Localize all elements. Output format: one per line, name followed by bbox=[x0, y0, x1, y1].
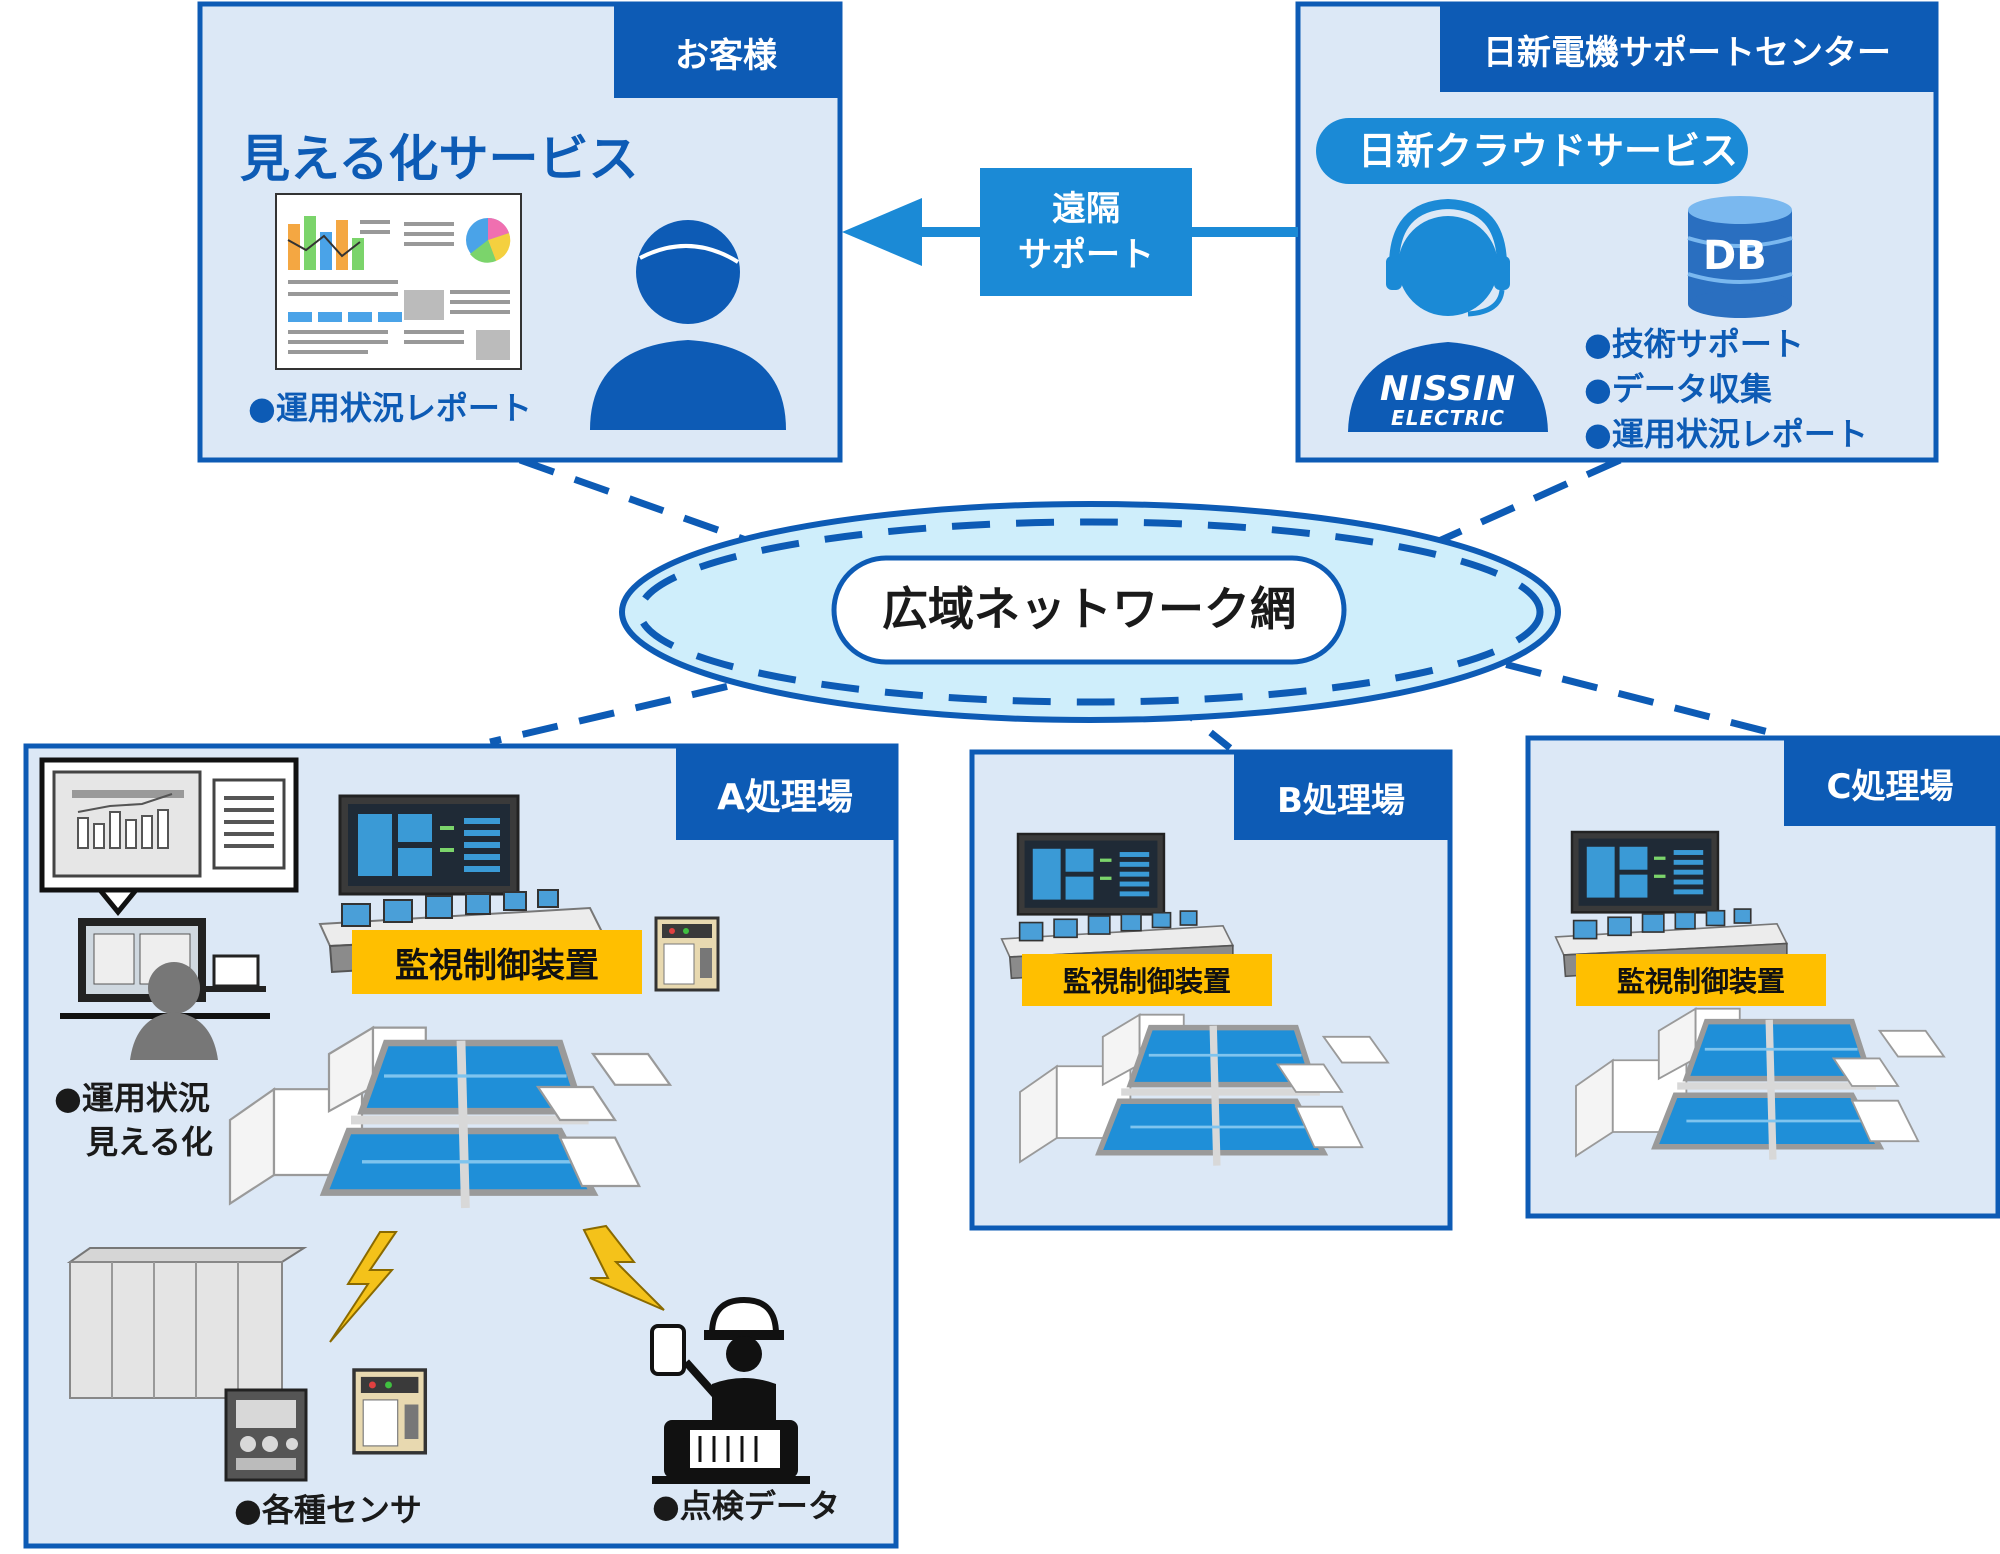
report-document-icon bbox=[275, 193, 522, 370]
electrical-cabinet-icon bbox=[66, 1247, 308, 1399]
db-icon bbox=[1687, 196, 1793, 318]
support-operator-icon bbox=[1348, 198, 1548, 432]
customer-user-icon bbox=[590, 220, 786, 430]
plant-a-inspection-bullet: ●点検データ bbox=[652, 1487, 840, 1525]
lightning-right-icon bbox=[582, 1224, 665, 1311]
plant-c-control-label: 監視制御装置 bbox=[1576, 954, 1826, 1006]
lightning-left-icon bbox=[329, 1231, 398, 1343]
support-center-title: 日新電機サポートセンター bbox=[1440, 6, 1934, 92]
nissin-logo: NISSIN ELECTRIC bbox=[1380, 369, 1516, 430]
remote-support-label: 遠隔 サポート bbox=[1018, 189, 1154, 275]
operator-desk-icon bbox=[39, 757, 299, 1060]
plant-a-title: A処理場 bbox=[676, 748, 894, 840]
customer-title: お客様 bbox=[614, 6, 838, 98]
support-center-bullets: ●技術サポート ●データ収集 ●運用状況レポート bbox=[1584, 325, 1868, 453]
plant-a-control-label: 監視制御装置 bbox=[352, 930, 642, 994]
sensor-meter-icon bbox=[224, 1388, 308, 1482]
remote-support-arrow bbox=[842, 168, 1298, 296]
plant-c-title: C処理場 bbox=[1784, 740, 1996, 826]
inspection-worker-icon bbox=[650, 1296, 810, 1484]
plant-b-title: B処理場 bbox=[1234, 754, 1448, 840]
db-label: DB bbox=[1703, 233, 1767, 279]
plant-a-sensor-bullet: ●各種センサ bbox=[234, 1491, 422, 1529]
plant-a-relay-icon bbox=[654, 916, 720, 992]
network-label: 広域ネットワーク網 bbox=[882, 582, 1296, 636]
wide-area-network bbox=[619, 501, 1561, 723]
sensor-relay-icon bbox=[352, 1368, 428, 1455]
visualization-service-title: 見える化サービス bbox=[240, 130, 639, 188]
plant-b-control-label: 監視制御装置 bbox=[1022, 954, 1272, 1006]
plant-a-visualization-bullet: ●運用状況 見える化 bbox=[54, 1079, 214, 1161]
cloud-service-label: 日新クラウドサービス bbox=[1358, 129, 1739, 173]
customer-report-bullet: ●運用状況レポート bbox=[248, 389, 532, 427]
